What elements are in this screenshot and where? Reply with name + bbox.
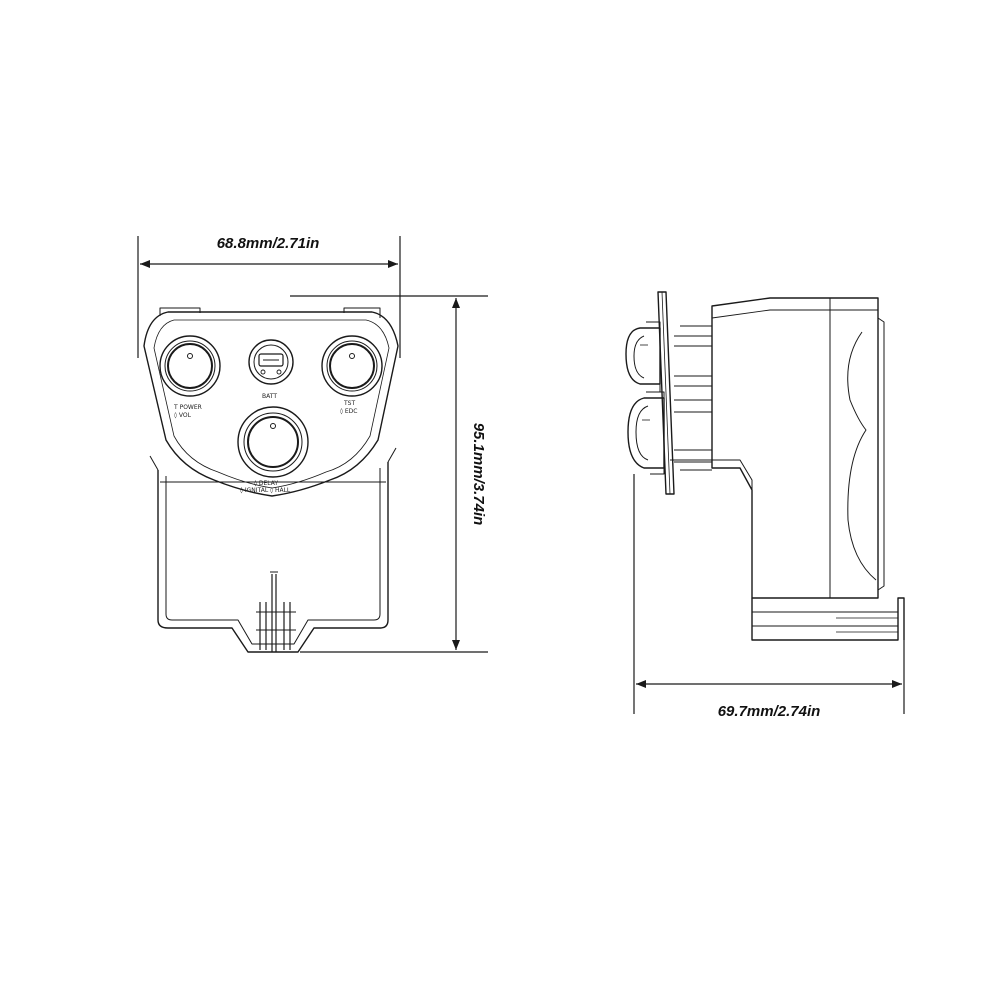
label-ignition: ◊ IGNITAL ◊ HALL — [240, 487, 291, 494]
side-housing — [711, 297, 879, 599]
side-knob-upper — [625, 321, 661, 393]
knob-power-vol — [159, 335, 221, 397]
side-base — [751, 597, 905, 641]
label-vol: ◊ VOL — [174, 412, 192, 419]
side-housing-contour — [847, 317, 885, 591]
front-bracket-side-left — [149, 455, 159, 471]
front-top-tab-right — [343, 307, 381, 318]
front-view — [143, 307, 399, 653]
knob-delay — [237, 406, 309, 478]
dim-height-front: 95.1mm/3.74in — [470, 423, 487, 526]
front-panel-inner-edge — [153, 319, 390, 489]
front-width-dimension — [137, 236, 401, 358]
batt-indicator — [248, 339, 294, 385]
label-power: T POWER — [173, 404, 202, 411]
front-top-tab-left — [159, 307, 201, 316]
front-terminals — [256, 571, 296, 652]
side-shafts — [674, 335, 712, 463]
knob-tst-edc — [321, 335, 383, 397]
front-height-dimension — [290, 295, 488, 653]
label-edc: ◊ EDC — [340, 408, 357, 415]
label-tst: TST — [343, 400, 355, 407]
side-bracket — [670, 459, 753, 598]
dim-width-front: 68.8mm/2.71in — [217, 235, 320, 252]
side-depth-dimension — [633, 474, 905, 714]
label-delay: ◊ DELAY — [254, 480, 278, 487]
front-bracket-inner — [165, 468, 381, 645]
front-panel-body — [143, 311, 399, 497]
side-knob-lower — [627, 391, 665, 475]
side-view — [625, 291, 905, 641]
label-batt: BATT — [262, 393, 277, 400]
front-bracket-outer — [157, 462, 389, 653]
dim-depth-side: 69.7mm/2.74in — [718, 703, 821, 720]
front-bracket-side-right — [387, 447, 397, 463]
